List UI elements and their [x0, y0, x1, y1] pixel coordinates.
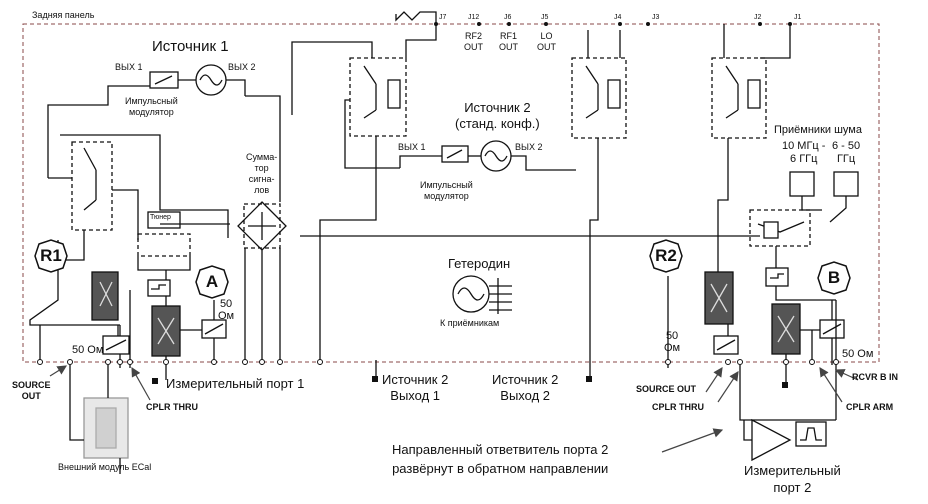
- source2-output2-label: Источник 2 Выход 2: [492, 372, 559, 403]
- cplr-arm-label: CPLR ARM: [846, 402, 894, 412]
- receiver-a: A: [205, 272, 219, 291]
- noise-band-1: 10 МГц - 6 ГГц: [782, 140, 826, 165]
- cplr-thru-right-label: CPLR THRU: [652, 402, 704, 412]
- lo-out-label: LO OUT: [537, 31, 556, 52]
- jack-j5: J5: [541, 14, 549, 21]
- source1-out1-label: ВЫХ 1: [115, 62, 143, 72]
- source2-modulator-label: Импульсный модулятор: [420, 180, 473, 201]
- source2-out2-label: ВЫХ 2: [515, 142, 543, 152]
- noise-receiver-2: [833, 171, 859, 197]
- source2-out1-label: ВЫХ 1: [398, 142, 426, 152]
- source1-modulator-label: Импульсный модулятор: [125, 96, 178, 117]
- port2-coupler-note: Направленный ответвитель порта 2 развёрн…: [392, 442, 609, 476]
- noise-receiver-1: [789, 171, 815, 197]
- source1-title: Источник 1: [152, 38, 229, 55]
- jack-j7: J7: [439, 14, 447, 21]
- summator-label: Сумма- тор сигна- лов: [246, 152, 278, 195]
- port2-amplifier: [751, 418, 792, 462]
- receiver-r1: R1: [40, 246, 62, 265]
- rear-panel-boundary: [22, 23, 880, 363]
- rear-panel-label: Задняя панель: [32, 10, 95, 20]
- source1-out2-label: ВЫХ 2: [228, 62, 256, 72]
- jack-j2: J2: [754, 14, 762, 21]
- jack-j12: J12: [468, 14, 480, 21]
- ohm-a-label: 50 Ом: [218, 298, 235, 322]
- receiver-r2: R2: [655, 246, 677, 265]
- source-out-left-label: SOURCE OUT: [12, 380, 51, 401]
- noise-band-2: 6 - 50 ГГц: [832, 140, 861, 165]
- jack-j6: J6: [504, 14, 512, 21]
- test-port-2-label: Измерительный порт 2: [744, 463, 841, 495]
- jack-j1: J1: [794, 14, 802, 21]
- test-port-1-label: Измерительный порт 1: [166, 376, 305, 391]
- lo-title: Гетеродин: [448, 256, 511, 271]
- rf2-switch-box: [349, 57, 407, 137]
- rf1-out-label: RF1 OUT: [499, 31, 518, 52]
- ohm-r2-label: 50 Ом: [664, 330, 681, 354]
- lo-subtitle: К приёмникам: [440, 318, 500, 328]
- source-out-right-label: SOURCE OUT: [636, 384, 697, 394]
- ohm-b-label: 50 Ом: [842, 348, 874, 360]
- source1-switch-box: [71, 141, 113, 231]
- ecal-label: Внешний модуль ECal: [58, 462, 152, 472]
- source2-output1-label: Источник 2 Выход 1: [382, 372, 449, 403]
- receiver-b: B: [827, 268, 841, 287]
- cplr-thru-left-label: CPLR THRU: [146, 402, 198, 412]
- noise-receivers-title: Приёмники шума: [774, 124, 862, 136]
- jack-j3: J3: [652, 14, 660, 21]
- tuner-label: Тюнер: [150, 214, 171, 221]
- rf1-switch-box: [571, 57, 627, 139]
- jack-j4: J4: [614, 14, 622, 21]
- rcvr-b-in-label: RCVR B IN: [852, 372, 899, 382]
- rf2-out-label: RF2 OUT: [464, 31, 483, 52]
- ohm-r1-label: 50 Ом: [72, 344, 104, 356]
- port2-switch-box: [711, 57, 767, 139]
- source2-title: Источник 2 (станд. конф.): [455, 100, 540, 131]
- port2-filter: [795, 421, 827, 447]
